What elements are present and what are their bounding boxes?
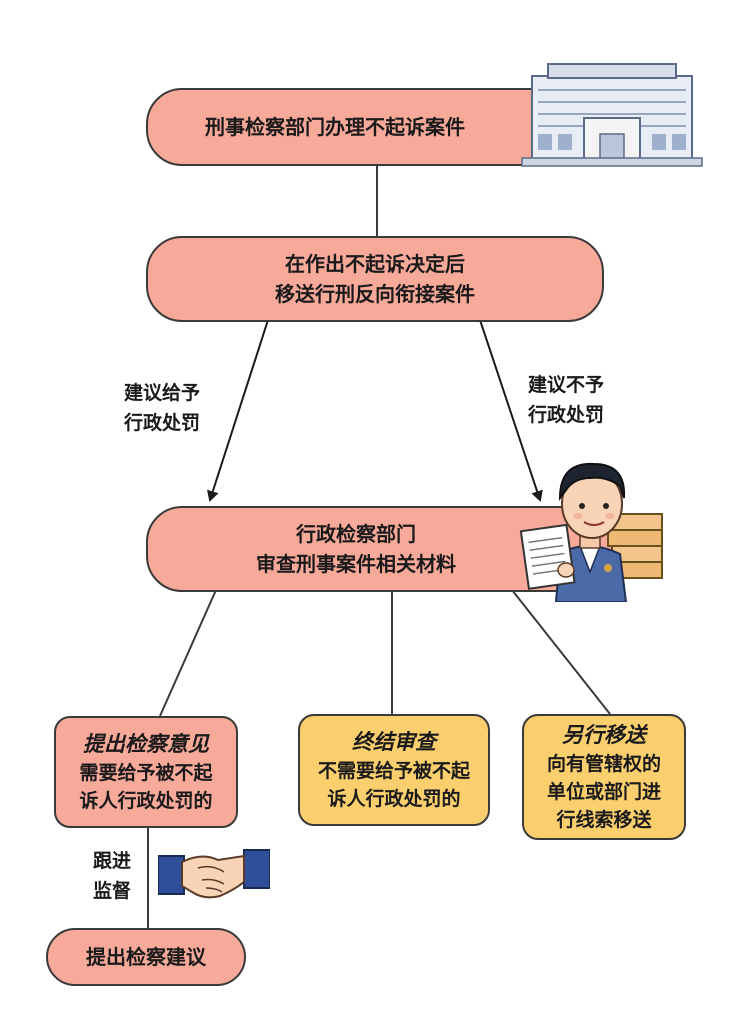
edge-review-to-other: [511, 589, 611, 715]
node-start: 刑事检察部门办理不起诉案件: [146, 88, 584, 166]
node-other-title: 另行移送: [562, 723, 646, 747]
node-other-transfer: 另行移送 向有管辖权的 单位或部门进 行线索移送: [522, 714, 686, 840]
node-end-line1: 不需要给予被不起: [317, 760, 470, 782]
prosecutor-illustration: [516, 442, 666, 603]
edge-label-right-line1: 建议不予: [527, 374, 604, 396]
node-transfer: 在作出不起诉决定后 移送行刑反向衔接案件: [146, 236, 604, 322]
node-opinion-title: 提出检察意见: [83, 732, 209, 756]
node-start-text: 刑事检察部门办理不起诉案件: [205, 115, 465, 139]
node-end-title: 终结审查: [352, 730, 436, 754]
node-suggestion-text: 提出检察建议: [86, 945, 206, 969]
edge-transfer-to-review-right: [479, 319, 543, 502]
node-end-review: 终结审查 不需要给予被不起 诉人行政处罚的: [298, 714, 490, 826]
building-illustration: [518, 58, 704, 170]
edge-label-follow-line1: 跟进: [92, 850, 131, 872]
node-other-line3: 行线索移送: [556, 809, 652, 831]
node-other-line2: 单位或部门进: [546, 781, 661, 803]
node-review-line2: 审查刑事案件相关材料: [256, 552, 456, 576]
node-suggestion: 提出检察建议: [46, 928, 246, 986]
node-opinion-line1: 需要给予被不起: [79, 762, 213, 784]
edge-transfer-to-review-left: [207, 319, 269, 502]
node-transfer-line1: 在作出不起诉决定后: [285, 252, 465, 276]
node-opinion: 提出检察意见 需要给予被不起 诉人行政处罚的: [54, 716, 238, 828]
edge-label-left-line1: 建议给予: [123, 382, 200, 404]
node-opinion-line2: 诉人行政处罚的: [79, 790, 213, 812]
edge-label-left-line2: 行政处罚: [123, 412, 200, 434]
edge-label-follow-line2: 监督: [92, 880, 131, 902]
edge-review-to-opinion: [159, 589, 217, 717]
node-transfer-line2: 移送行刑反向衔接案件: [275, 282, 475, 306]
edge-label-right-line2: 行政处罚: [527, 404, 604, 426]
handshake-illustration: [157, 846, 271, 904]
edge-label-follow: 跟进 监督: [82, 846, 142, 906]
node-end-line2: 诉人行政处罚的: [327, 788, 461, 810]
edge-label-left: 建议给予 行政处罚: [112, 378, 212, 438]
node-other-line1: 向有管辖权的: [546, 753, 661, 775]
node-review-line1: 行政检察部门: [296, 522, 416, 546]
edge-label-right: 建议不予 行政处罚: [516, 370, 616, 430]
node-review: 行政检察部门 审查刑事案件相关材料: [146, 506, 626, 592]
